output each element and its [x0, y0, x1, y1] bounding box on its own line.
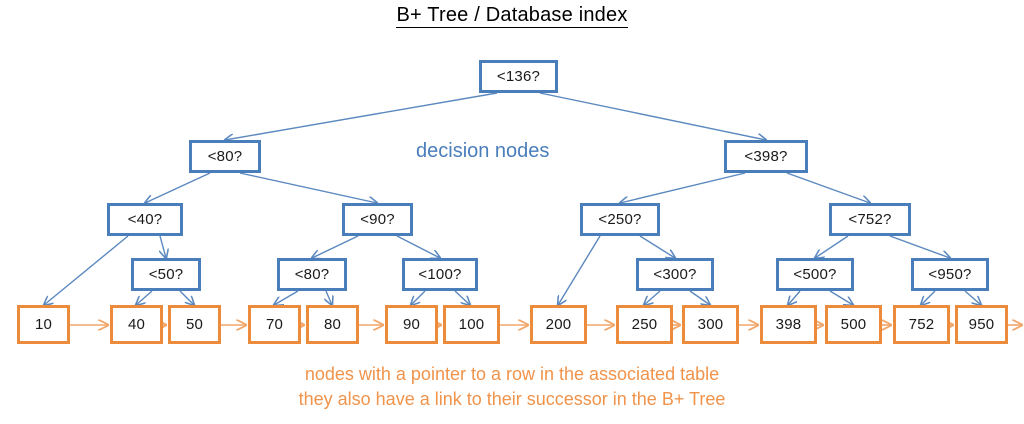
- tree-edge: [829, 290, 853, 305]
- tree-edge: [815, 235, 849, 258]
- decision-node[interactable]: <250?: [580, 203, 660, 236]
- tree-edge: [179, 290, 194, 305]
- tree-edge: [326, 290, 332, 305]
- tree-edge: [239, 172, 377, 203]
- decision-nodes-label: decision nodes: [416, 140, 550, 162]
- leaf-node[interactable]: 200: [530, 305, 587, 344]
- decision-node[interactable]: <950?: [911, 258, 989, 291]
- decision-node[interactable]: <80?: [277, 258, 347, 291]
- tree-edge: [145, 172, 211, 203]
- leaf-node[interactable]: 70: [248, 305, 301, 344]
- decision-node[interactable]: <40?: [107, 203, 183, 236]
- tree-edge: [558, 235, 601, 305]
- tree-edge: [788, 290, 801, 305]
- tree-edge: [44, 235, 129, 305]
- decision-node[interactable]: <500?: [776, 258, 854, 291]
- leaf-node[interactable]: 50: [168, 305, 221, 344]
- decision-node[interactable]: <100?: [402, 258, 478, 291]
- tree-edge: [160, 235, 166, 258]
- caption-line-2: they also have a link to their successor…: [298, 389, 726, 409]
- decision-node[interactable]: <80?: [189, 140, 261, 173]
- decision-node[interactable]: <398?: [724, 140, 808, 173]
- tree-edge: [274, 290, 299, 305]
- tree-edge: [620, 172, 746, 203]
- tree-edge: [889, 235, 950, 258]
- leaf-node[interactable]: 250: [616, 305, 673, 344]
- tree-edge: [411, 290, 426, 305]
- leaf-caption: nodes with a pointer to a row in the ass…: [0, 362, 1024, 412]
- tree-edge: [639, 235, 675, 258]
- decision-node[interactable]: <90?: [342, 203, 413, 236]
- tree-edge: [312, 235, 359, 258]
- leaf-node[interactable]: 752: [893, 305, 950, 344]
- page-title-text: B+ Tree / Database index: [396, 4, 628, 28]
- leaf-node[interactable]: 100: [443, 305, 500, 344]
- decision-node[interactable]: <752?: [829, 203, 911, 236]
- page-title: B+ Tree / Database index: [0, 4, 1024, 28]
- caption-line-1: nodes with a pointer to a row in the ass…: [304, 364, 720, 384]
- decision-node[interactable]: <300?: [636, 258, 714, 291]
- leaf-node[interactable]: 10: [17, 305, 70, 344]
- tree-edge: [225, 92, 498, 140]
- tree-edge: [454, 290, 470, 305]
- leaf-node[interactable]: 950: [955, 305, 1008, 344]
- leaf-node[interactable]: 398: [760, 305, 817, 344]
- tree-edge: [786, 172, 870, 203]
- tree-edge: [539, 92, 766, 140]
- tree-edge: [921, 290, 936, 305]
- tree-edge: [689, 290, 710, 305]
- leaf-node[interactable]: 500: [825, 305, 882, 344]
- leaf-node[interactable]: 40: [110, 305, 163, 344]
- tree-edge: [644, 290, 661, 305]
- leaf-node[interactable]: 90: [385, 305, 438, 344]
- tree-edge: [396, 235, 440, 258]
- tree-edge: [964, 290, 981, 305]
- leaf-node[interactable]: 80: [306, 305, 359, 344]
- decision-node[interactable]: <50?: [131, 258, 201, 291]
- decision-node[interactable]: <136?: [479, 60, 558, 93]
- leaf-node[interactable]: 300: [682, 305, 739, 344]
- tree-edge: [136, 290, 153, 305]
